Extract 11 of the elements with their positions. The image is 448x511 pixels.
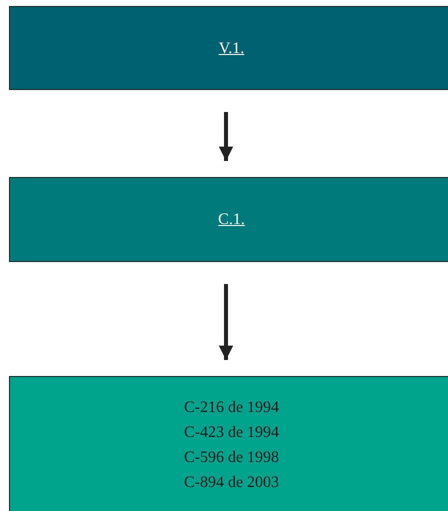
- box-text: C.1.: [218, 210, 245, 230]
- arrow: [218, 284, 234, 360]
- box-text: C-596 de 1998: [184, 448, 280, 468]
- process-box: [9, 6, 448, 90]
- arrow: [218, 112, 234, 161]
- process-box: [9, 376, 448, 511]
- box-text: V.1.: [218, 38, 244, 58]
- box-text: C-423 de 1994: [184, 423, 280, 443]
- process-box: [9, 177, 448, 262]
- box-text: C-894 de 2003: [184, 473, 280, 493]
- box-text: C-216 de 1994: [184, 398, 280, 418]
